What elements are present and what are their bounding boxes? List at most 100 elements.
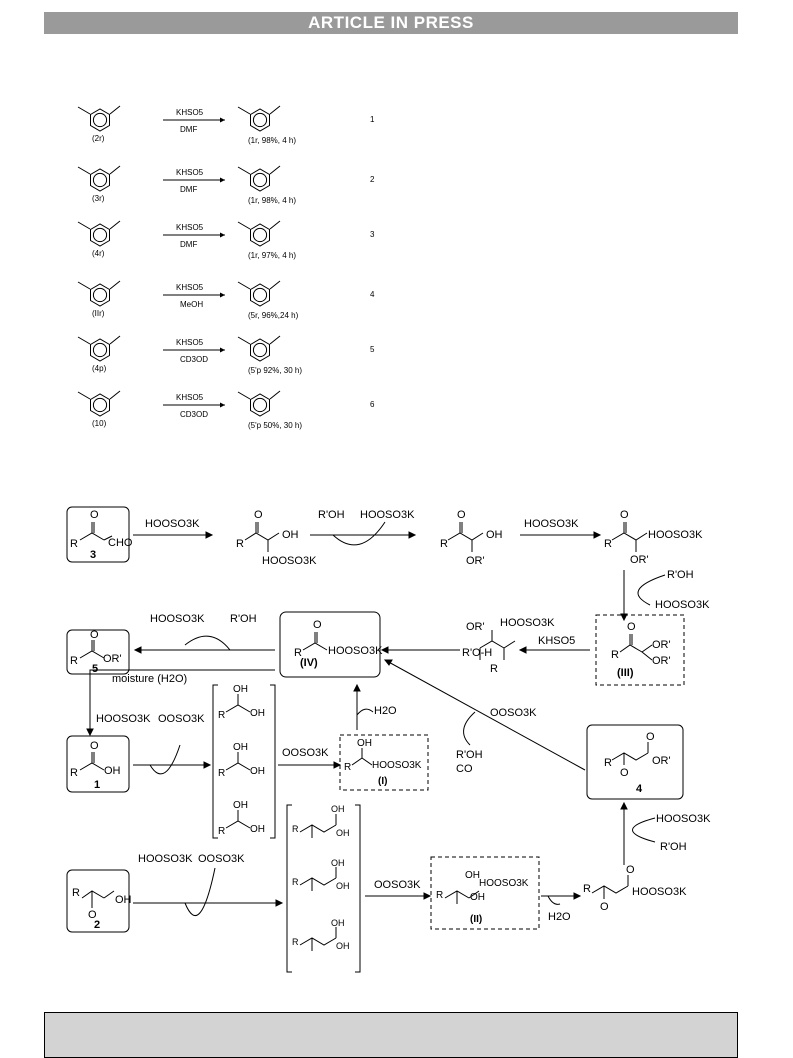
- carbonyl-bond: [269, 165, 281, 175]
- solvent-label: MeOH: [180, 300, 203, 309]
- intermediate-I-bonds: [351, 748, 373, 766]
- arrowhead: [220, 292, 225, 298]
- article-in-press-banner: ARTICLE IN PRESS: [44, 12, 738, 34]
- arene-ring: [90, 223, 110, 247]
- r-label: R: [236, 538, 244, 550]
- or-label: OR': [652, 639, 671, 651]
- starting-material-label: (4p): [92, 364, 107, 373]
- arrow-4-to-IV: [384, 659, 586, 771]
- methyl-bond: [237, 391, 251, 400]
- product-label: (1r, 97%, 4 h): [248, 251, 296, 260]
- r-label: R: [344, 762, 351, 773]
- oxygen-label: O: [600, 901, 609, 913]
- oosok-anion: OOSO3K: [198, 853, 245, 865]
- cho-label: CHO: [108, 537, 133, 549]
- oxygen-label: O: [620, 509, 629, 521]
- oh-label: OH: [336, 941, 350, 951]
- oosok-group: HOOSO3K: [500, 617, 555, 629]
- r-label: R: [218, 768, 225, 779]
- product-label: (5'p 50%, 30 h): [248, 421, 302, 430]
- arrowhead: [205, 531, 214, 539]
- oh-label: OH: [250, 766, 265, 777]
- arene-ring-ring: [92, 342, 108, 358]
- oh-label: OH: [233, 684, 248, 695]
- r-label: R: [611, 649, 619, 661]
- or-label: OR': [103, 653, 122, 665]
- curved-arrow: [332, 521, 386, 546]
- r-label: R: [490, 663, 498, 675]
- carbonyl-bond: [269, 280, 281, 290]
- arrowhead: [220, 347, 225, 353]
- byproduct-hoosok: HOOSO3K: [150, 613, 205, 625]
- oh-label: OH: [331, 858, 345, 868]
- starting-material-label: (2r): [92, 134, 105, 143]
- carbonyl-bond: [269, 335, 281, 345]
- byproduct-co: CO: [456, 763, 473, 775]
- curved-arrow: [632, 817, 656, 843]
- curved-arrow: [184, 635, 231, 651]
- product-ring-ring: [252, 227, 268, 243]
- arene-ring-ring: [92, 112, 108, 128]
- water-label: H2O: [374, 705, 397, 717]
- product-label: (1r, 98%, 4 h): [248, 196, 296, 205]
- oh-label: OH: [104, 765, 121, 777]
- solvent-label: CD3OD: [180, 410, 208, 419]
- curved-arrow: [356, 708, 374, 716]
- reaction-number: 3: [370, 230, 375, 239]
- adduct-bonds: [244, 522, 280, 552]
- compound-label-I: (I): [378, 776, 387, 787]
- methyl-bond: [77, 336, 91, 345]
- curved-arrow: [184, 867, 216, 916]
- intermediate-III-bonds: [619, 634, 653, 661]
- ketoaldehyde-bonds: [79, 522, 113, 541]
- r-label: R: [292, 937, 299, 947]
- r-label: R: [218, 710, 225, 721]
- starting-material-label: (4r): [92, 249, 105, 258]
- methyl-bond: [77, 166, 91, 175]
- reaction-number: 5: [370, 345, 375, 354]
- carbonyl-bond: [109, 335, 121, 345]
- methyl-bond: [237, 106, 251, 115]
- intermediate-box-II: [430, 856, 540, 930]
- arene-ring: [90, 338, 110, 362]
- oh-label: OH: [486, 529, 503, 541]
- water-label: H2O: [548, 911, 571, 923]
- resonance-bonds: [225, 752, 251, 771]
- r-label: R: [70, 655, 78, 667]
- oh-label: OH: [465, 870, 480, 881]
- reagent-hoosok: HOOSO3K: [524, 518, 579, 530]
- carbonyl-bond: [269, 105, 281, 115]
- compound-label-5: 5: [92, 663, 98, 675]
- methyl-bond: [237, 336, 251, 345]
- compound-label-4: 4: [636, 783, 643, 795]
- r-label: R: [218, 826, 225, 837]
- reagent-hoosok: HOOSO3K: [145, 518, 200, 530]
- carbonyl-bond: [269, 220, 281, 230]
- resonance-bracket: [212, 684, 276, 839]
- solvent-label: CD3OD: [180, 355, 208, 364]
- carbonyl-bond: [109, 165, 121, 175]
- arene-ring-ring: [92, 287, 108, 303]
- oh-label: OH: [233, 742, 248, 753]
- product-label: (5r, 96%,24 h): [248, 311, 299, 320]
- oxygen-label: O: [313, 619, 322, 631]
- r-label: R: [294, 647, 302, 659]
- methyl-bond: [237, 281, 251, 290]
- oxygen-label: O: [90, 629, 99, 641]
- resonance-bonds: [225, 810, 251, 829]
- methyl-bond: [237, 166, 251, 175]
- curved-arrow: [149, 744, 181, 775]
- reagent-hoosok: HOOSO3K: [138, 853, 193, 865]
- reagent-label: KHSO5: [176, 168, 204, 177]
- product-ring-ring: [252, 287, 268, 303]
- curved-arrow: [637, 574, 666, 606]
- or-label: OR': [630, 554, 649, 566]
- or-label: OR': [652, 755, 671, 767]
- product-ring: [250, 168, 270, 192]
- carbonyl-bond: [109, 280, 121, 290]
- reagent-label: KHSO5: [176, 393, 204, 402]
- arrowhead: [220, 402, 225, 408]
- carbonyl-bond: [109, 105, 121, 115]
- compound-box-4: [586, 724, 684, 800]
